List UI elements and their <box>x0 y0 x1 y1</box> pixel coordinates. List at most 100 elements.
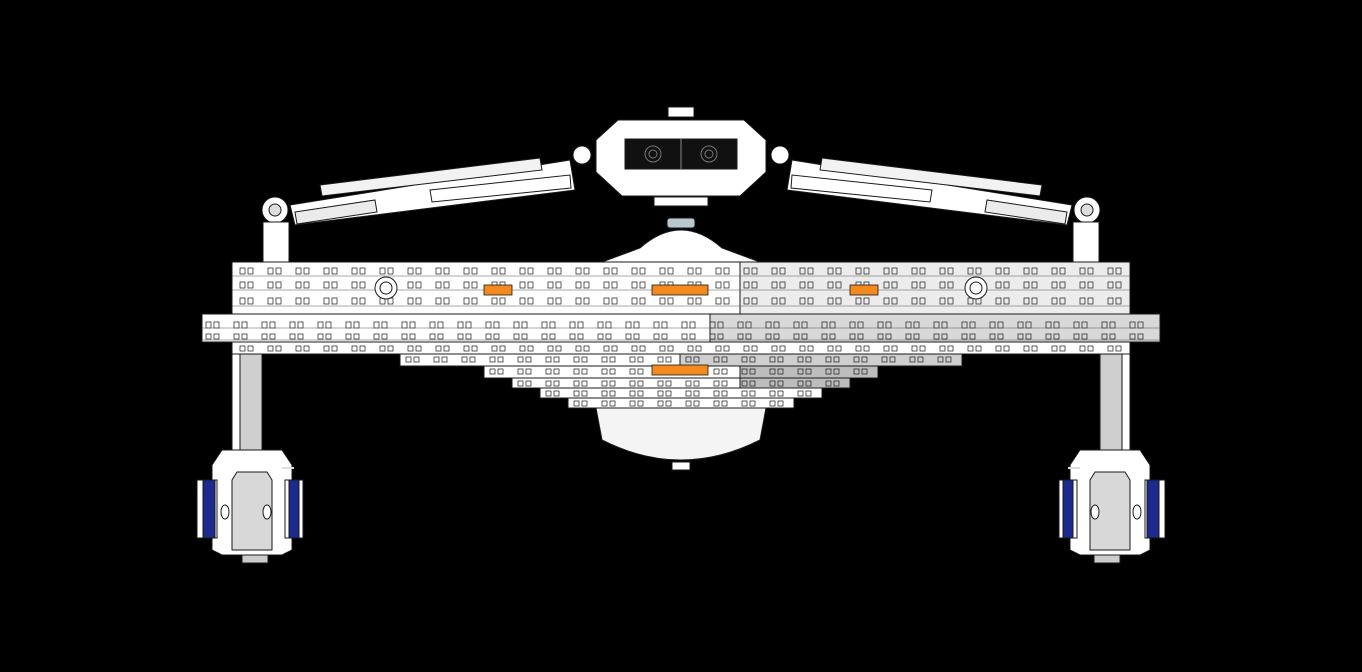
hull-stud <box>659 267 666 275</box>
hull-stud <box>491 267 498 275</box>
hull-stud <box>833 356 840 363</box>
hull-stud <box>995 297 1002 305</box>
hull-stud <box>463 267 470 275</box>
hull-stud <box>1003 345 1010 352</box>
hull-stud <box>415 297 422 305</box>
hull-stud <box>239 281 246 289</box>
hull-stud <box>639 345 646 352</box>
hull-stud <box>541 333 548 340</box>
hull-stud <box>833 368 840 375</box>
hull-stud <box>629 380 636 387</box>
hull-stud <box>547 345 554 352</box>
hull-stud <box>799 345 806 352</box>
hull-stud <box>583 267 590 275</box>
hull-stud <box>351 345 358 352</box>
hull-stud <box>359 267 366 275</box>
hull-stud <box>1051 345 1058 352</box>
hull-stud <box>743 345 750 352</box>
hull-stud <box>751 297 758 305</box>
hull-stud <box>605 333 612 340</box>
hull-stud <box>661 333 668 340</box>
hull-stud <box>769 390 776 397</box>
hull-stud <box>1137 333 1144 340</box>
hull-stud <box>937 356 944 363</box>
hull-stud <box>205 333 212 340</box>
hull-stud <box>443 345 450 352</box>
hull-stud <box>1087 345 1094 352</box>
hull-stud <box>883 281 890 289</box>
hull-stud <box>631 297 638 305</box>
hull-stud <box>1031 267 1038 275</box>
hull-stud <box>491 345 498 352</box>
hull-stud <box>547 281 554 289</box>
hull-stud <box>581 356 588 363</box>
hull-stud <box>833 380 840 387</box>
hull-stud <box>911 345 918 352</box>
hull-stud <box>581 400 588 407</box>
hull-stud <box>1079 345 1086 352</box>
hull-stud <box>717 333 724 340</box>
hull-port-right <box>964 276 988 300</box>
hull-stud <box>499 297 506 305</box>
hull-stud <box>827 267 834 275</box>
hull-stud <box>793 333 800 340</box>
hull-stud <box>1025 333 1032 340</box>
hull-stud <box>573 390 580 397</box>
hull-stud <box>995 345 1002 352</box>
hull-stud <box>667 297 674 305</box>
hull-stud <box>323 297 330 305</box>
hull-stud <box>1003 267 1010 275</box>
hull-stud <box>777 356 784 363</box>
hull-stud <box>657 356 664 363</box>
hull-stud <box>461 356 468 363</box>
hull-stud <box>681 333 688 340</box>
hull-stud <box>1003 297 1010 305</box>
hull-stud <box>723 345 730 352</box>
hull-stud <box>853 356 860 363</box>
hull-stud <box>497 368 504 375</box>
hull-stud <box>405 356 412 363</box>
hull-stud <box>555 345 562 352</box>
hull-stud <box>435 281 442 289</box>
hull-stud <box>891 281 898 289</box>
hull-stud <box>883 267 890 275</box>
hull-stud <box>695 345 702 352</box>
hull-stud <box>995 267 1002 275</box>
hull-stud <box>1115 345 1122 352</box>
hull-stud <box>749 356 756 363</box>
hull-stud <box>805 380 812 387</box>
hull-stud <box>581 368 588 375</box>
hull-stud <box>693 390 700 397</box>
upper-arm-right <box>786 157 1073 226</box>
hull-stud <box>359 297 366 305</box>
hull-stud <box>443 267 450 275</box>
hull-stud <box>695 267 702 275</box>
hull-stud <box>713 356 720 363</box>
hull-stud <box>583 297 590 305</box>
hull-stud <box>275 281 282 289</box>
hull-stud <box>667 267 674 275</box>
hull-stud <box>247 281 254 289</box>
hull-stud <box>939 267 946 275</box>
hull-stud <box>749 390 756 397</box>
hull-stud <box>603 281 610 289</box>
hull-stud <box>611 297 618 305</box>
hull-stud <box>471 345 478 352</box>
hull-stud <box>527 345 534 352</box>
hull-stud <box>891 345 898 352</box>
hull-stud <box>961 333 968 340</box>
hull-stud <box>637 368 644 375</box>
hull-stud <box>463 297 470 305</box>
hull-stud <box>267 345 274 352</box>
hull-stud <box>275 297 282 305</box>
hull-stud <box>573 356 580 363</box>
hull-stud <box>855 267 862 275</box>
hull-stud <box>547 267 554 275</box>
hull-stud <box>1129 333 1136 340</box>
hull-stud <box>609 368 616 375</box>
hull-stud <box>485 333 492 340</box>
hull-stud <box>863 267 870 275</box>
hull-stud <box>437 333 444 340</box>
hull-stud <box>527 281 534 289</box>
hull-stud <box>555 281 562 289</box>
